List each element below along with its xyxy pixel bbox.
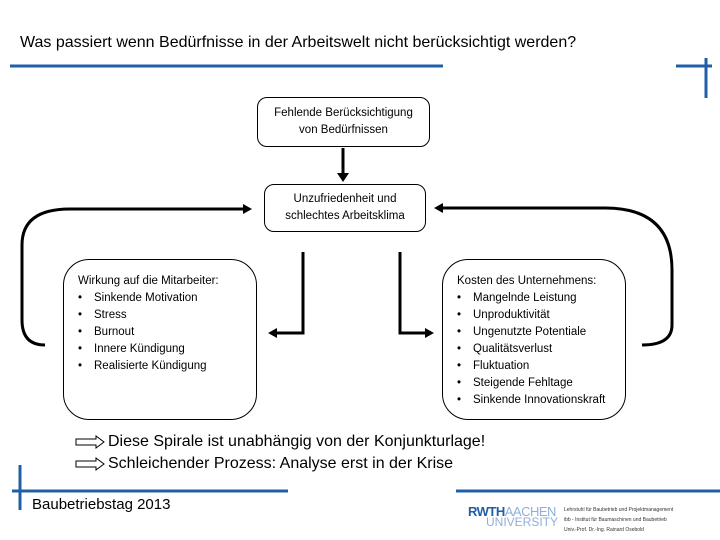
conclusion-arrow-icon-2 [75,457,105,471]
institute-line-2: ibb - Institut für Baumaschinen und Baub… [564,517,667,523]
arrow-mid-right [398,252,426,335]
list-item: Mangelnde Leistung [457,290,625,307]
arrowhead-down [337,173,349,182]
rwth-logo: RWTHAACHEN UNIVERSITY [468,504,559,529]
institute-info: Lehrstuhl für Baubetrieb und Projektmana… [564,505,673,535]
logo-aachen: AACHEN [504,504,557,519]
company-costs-box: Kosten des Unternehmens: Mangelnde Leist… [442,259,626,420]
arrow-right-loop [442,206,674,347]
dissatisfaction-line-2: schlechtes Arbeitsklima [285,210,405,222]
arrow-mid-left [276,252,305,335]
conclusion-2: Schleichender Prozess: Analyse erst in d… [108,455,454,472]
list-item: Innere Kündigung [78,341,256,358]
arrowhead-right-loop [434,203,443,213]
conclusion-1: Diese Spirale ist unabhängig von der Kon… [108,433,486,450]
list-item: Sinkende Innovationskraft [457,392,625,409]
list-item: Unproduktivität [457,307,625,324]
institute-line-3: Univ.-Prof. Dr.-Ing. Rainard Osebold [564,527,644,533]
institute-line-1: Lehrstuhl für Baubetrieb und Projektmana… [564,507,674,513]
arrowhead-mid-left [268,328,277,338]
list-item: Realisierte Kündigung [78,358,256,375]
arrowhead-left-loop [243,204,252,214]
cause-line-2: von Bedürfnissen [299,124,388,136]
conclusion-arrow-icon-1 [75,435,105,449]
employee-effects-heading: Wirkung auf die Mitarbeiter: [78,275,219,287]
list-item: Steigende Fehltage [457,375,625,392]
footer-event: Baubetriebstag 2013 [32,496,171,513]
employee-effects-box: Wirkung auf die Mitarbeiter: Sinkende Mo… [63,259,257,420]
list-item: Ungenutzte Potentiale [457,324,625,341]
list-item: Sinkende Motivation [78,290,256,307]
list-item: Stress [78,307,256,324]
arrowhead-mid-right [425,328,434,338]
cause-box: Fehlende Berücksichtigung von Bedürfnisse… [257,97,430,147]
cause-line-1: Fehlende Berücksichtigung [274,107,413,119]
list-item: Fluktuation [457,358,625,375]
dissatisfaction-box: Unzufriedenheit und schlechtes Arbeitskli… [264,184,426,232]
logo-rwth: RWTH [468,504,505,519]
logo-university: UNIVERSITY [486,515,559,529]
arrow-left-loop [20,207,244,347]
list-item: Qualitätsverlust [457,341,625,358]
slide-title: Was passiert wenn Bedürfnisse in der Arb… [20,34,577,51]
list-item: Burnout [78,324,256,341]
dissatisfaction-line-1: Unzufriedenheit und [293,193,397,205]
company-costs-heading: Kosten des Unternehmens: [457,275,597,287]
